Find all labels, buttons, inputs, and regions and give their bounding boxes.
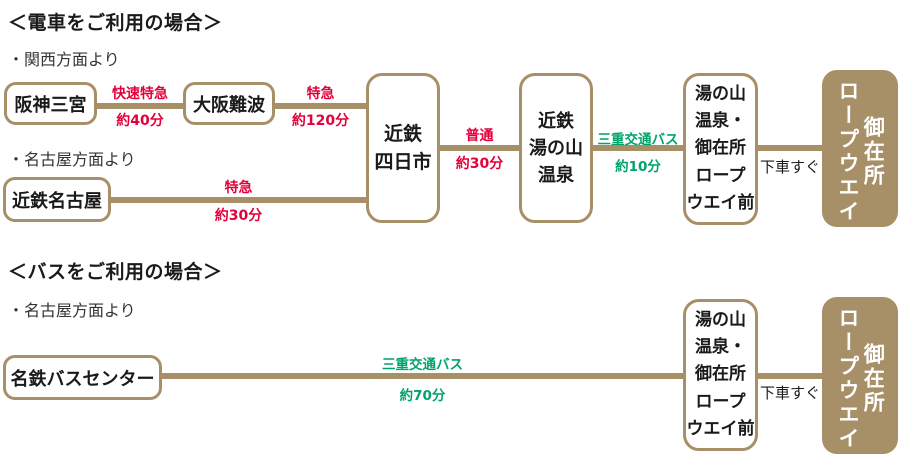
from-nagoya-label-bus: ・名古屋方面より bbox=[8, 301, 136, 320]
station-meitetsu-bus-center: 名鉄バスセンター bbox=[3, 355, 162, 400]
destination-gozaisho-ropeway-bus: 御在所 ロープウエイ bbox=[822, 297, 898, 454]
station-osaka-namba: 大阪難波 bbox=[183, 82, 275, 125]
station-yunoyama-onsen-ropeway-mae-train-label: 湯の山 温泉・ 御在所 ロープ ウエイ前 bbox=[686, 84, 755, 213]
edge-limited-express-120-duration: 約120分 bbox=[291, 113, 350, 129]
station-kintetsu-yunoyama-onsen-label: 近鉄 湯の山 温泉 bbox=[529, 110, 583, 186]
bus-section-heading: ＜バスをご利用の場合＞ bbox=[8, 261, 223, 283]
station-yunoyama-onsen-ropeway-mae-bus-label: 湯の山 温泉・ 御在所 ロープ ウエイ前 bbox=[686, 310, 755, 439]
station-kintetsu-yokkaichi: 近鉄 四日市 bbox=[366, 73, 440, 223]
edge-mie-bus-10-duration: 約10分 bbox=[615, 159, 661, 175]
edge-limited-express-30-duration: 約30分 bbox=[214, 208, 263, 224]
connector-yokkaichi-yunoyama bbox=[438, 145, 521, 151]
destination-gozaisho-ropeway-train: 御在所 ロープウエイ bbox=[822, 70, 898, 227]
edge-local-duration: 約30分 bbox=[455, 156, 504, 172]
edge-walk-train: 下車すぐ bbox=[759, 158, 820, 176]
edge-local-name: 普通 bbox=[465, 128, 494, 144]
edge-mie-bus-70-duration: 約70分 bbox=[399, 388, 446, 404]
connector-ropewaymae-gozaisho-train bbox=[756, 145, 824, 151]
edge-rapid-express-name: 快速特急 bbox=[112, 86, 168, 102]
from-nagoya-label-train: ・名古屋方面より bbox=[8, 150, 136, 169]
edge-mie-bus-70-name: 三重交通バス bbox=[382, 357, 463, 373]
train-section-heading: ＜電車をご利用の場合＞ bbox=[8, 12, 223, 34]
edge-limited-express-30-name: 特急 bbox=[224, 180, 253, 196]
station-kintetsu-yokkaichi-label: 近鉄 四日市 bbox=[374, 122, 432, 174]
connector-hanshin-namba bbox=[95, 103, 185, 109]
station-hanshin-sannomiya-label: 阪神三宮 bbox=[14, 94, 87, 116]
edge-rapid-express-duration: 約40分 bbox=[116, 113, 164, 129]
connector-meitetsu-ropewaymae bbox=[160, 373, 685, 379]
station-kintetsu-nagoya-label: 近鉄名古屋 bbox=[12, 190, 102, 212]
from-kansai-label: ・関西方面より bbox=[8, 50, 120, 69]
edge-walk-bus: 下車すぐ bbox=[759, 384, 820, 402]
station-hanshin-sannomiya: 阪神三宮 bbox=[4, 82, 97, 125]
station-kintetsu-nagoya: 近鉄名古屋 bbox=[3, 177, 111, 222]
connector-nagoya-yokkaichi bbox=[109, 197, 368, 203]
destination-gozaisho-ropeway-bus-label: 御在所 ロープウエイ bbox=[836, 307, 886, 451]
station-yunoyama-onsen-ropeway-mae-train: 湯の山 温泉・ 御在所 ロープ ウエイ前 bbox=[683, 73, 758, 225]
edge-mie-bus-10-name: 三重交通バス bbox=[597, 132, 679, 148]
station-kintetsu-yunoyama-onsen: 近鉄 湯の山 温泉 bbox=[519, 73, 593, 223]
station-osaka-namba-label: 大阪難波 bbox=[193, 94, 265, 116]
edge-limited-express-120-name: 特急 bbox=[306, 86, 335, 102]
connector-namba-yokkaichi bbox=[273, 103, 368, 109]
station-yunoyama-onsen-ropeway-mae-bus: 湯の山 温泉・ 御在所 ロープ ウエイ前 bbox=[683, 299, 758, 451]
station-meitetsu-bus-center-label: 名鉄バスセンター bbox=[10, 368, 155, 390]
connector-yunoyama-ropewaymae bbox=[591, 145, 685, 151]
destination-gozaisho-ropeway-train-label: 御在所 ロープウエイ bbox=[836, 80, 886, 224]
connector-ropewaymae-gozaisho-bus bbox=[756, 373, 824, 379]
